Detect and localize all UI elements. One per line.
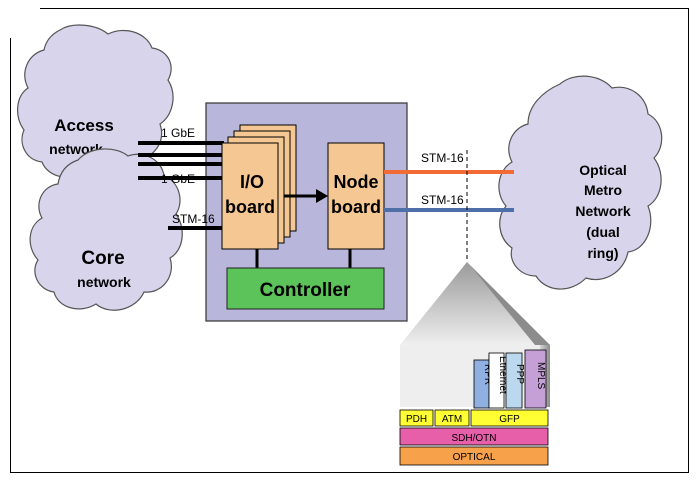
stack-atm: ATM	[434, 409, 470, 427]
controller-label: Controller	[260, 280, 351, 301]
node-board-label-2: board	[331, 197, 381, 217]
svg-text:SDH/OTN: SDH/OTN	[452, 433, 497, 444]
stm16-ring-label-top: STM-16	[421, 151, 464, 165]
stack-pdh: PDH	[399, 409, 434, 427]
svg-text:GFP: GFP	[499, 414, 520, 425]
svg-text:Ethernet: Ethernet	[497, 356, 508, 394]
figure-frame	[10, 8, 689, 473]
node-board: Node board	[327, 142, 385, 250]
optical-label-5: ring)	[587, 245, 618, 261]
svg-text:MPLS: MPLS	[535, 362, 546, 390]
stm16-ring-label-bottom: STM-16	[421, 193, 464, 207]
stack-mpls: MPLS	[524, 349, 547, 409]
stm16-core-label: STM-16	[172, 212, 215, 226]
access-networks-cloud: Access network s	[17, 24, 174, 179]
svg-text:PDH: PDH	[406, 414, 427, 425]
svg-text:PPP: PPP	[514, 364, 525, 384]
access-label-1: Access	[54, 116, 114, 135]
gbe-label-bottom: 1 GbE	[161, 172, 195, 186]
stack-sdh-otn: SDH/OTN	[399, 427, 549, 446]
io-board-label-1: I/O	[240, 172, 264, 192]
protocol-stack: RPR Ethernet PPP MPLS PDH ATM GFP	[399, 349, 549, 466]
core-label-1: Core	[81, 248, 124, 269]
stack-optical: OPTICAL	[399, 446, 549, 466]
optical-label-4: (dual	[586, 224, 619, 240]
optical-metro-network-cloud: Optical Metro Network (dual ring)	[498, 75, 663, 290]
io-board-label-2: board	[225, 197, 275, 217]
gbe-label-top: 1 GbE	[161, 126, 195, 140]
svg-text:RPR: RPR	[482, 364, 493, 385]
optical-label-2: Metro	[584, 182, 622, 198]
svg-text:ATM: ATM	[442, 414, 462, 425]
stack-ppp: PPP	[505, 352, 525, 409]
node-board-label-1: Node	[334, 172, 379, 192]
core-network-cloud: Core network	[29, 148, 183, 311]
access-links	[138, 141, 224, 230]
stack-gfp: GFP	[470, 409, 549, 427]
svg-text:OPTICAL: OPTICAL	[453, 452, 496, 463]
controller: Controller	[226, 267, 385, 310]
optical-label-3: Network	[575, 203, 630, 219]
io-to-node-arrow	[284, 189, 328, 203]
io-board: I/O board	[221, 124, 297, 250]
optical-label-1: Optical	[579, 162, 626, 178]
stack-ethernet: Ethernet	[488, 352, 508, 409]
core-label-2: network	[77, 274, 131, 290]
